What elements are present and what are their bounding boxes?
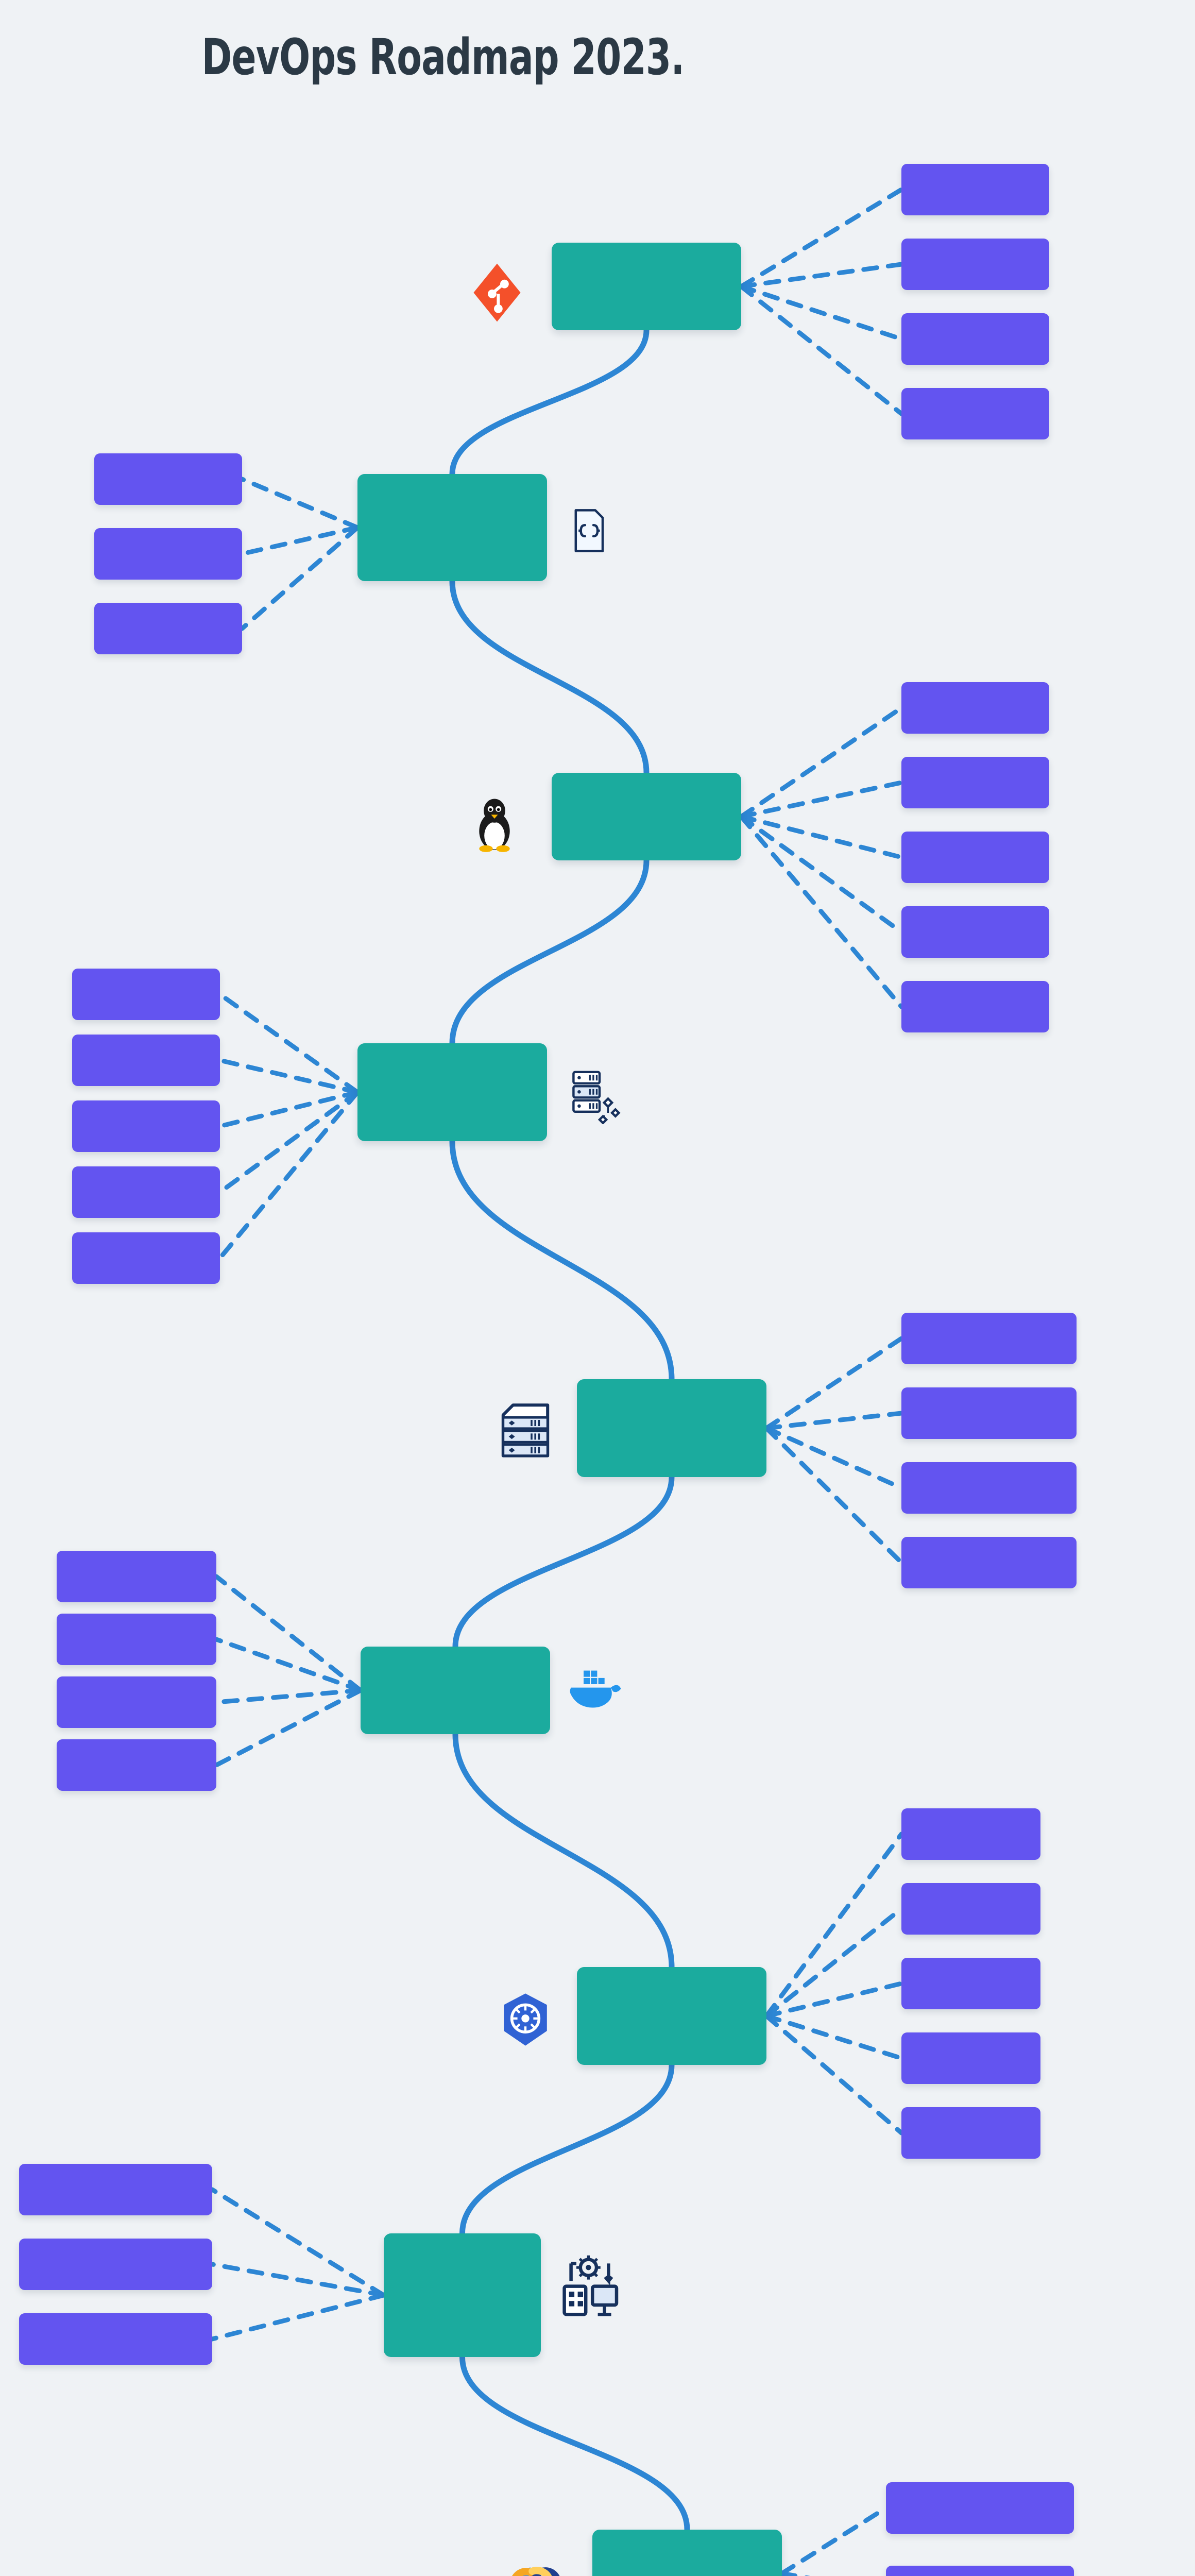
roadmap-node-1[interactable] [552,243,741,330]
roadmap-subtopic[interactable] [901,1537,1077,1588]
docker-whale-icon [567,1662,623,1718]
roadmap-subtopic[interactable] [57,1676,216,1728]
roadmap-subtopic[interactable] [901,388,1049,439]
roadmap-node-4[interactable] [357,1043,547,1141]
roadmap-subtopic[interactable] [886,2482,1074,2534]
roadmap-subtopic[interactable] [901,1958,1040,2009]
roadmap-subtopic[interactable] [901,1808,1040,1860]
roadmap-subtopic[interactable] [901,2107,1040,2159]
roadmap-subtopic[interactable] [94,453,242,505]
code-braces-file-icon [566,502,612,559]
roadmap-node-7[interactable] [577,1967,766,2065]
roadmap-node-8[interactable] [384,2233,541,2357]
linux-penguin-icon [466,791,523,858]
roadmap-node-3[interactable] [552,773,741,860]
roadmap-node-6[interactable] [361,1647,550,1734]
infrastructure-gear-icon [556,2251,623,2318]
roadmap-subtopic[interactable] [94,603,242,654]
roadmap-node-2[interactable] [357,474,547,581]
git-icon [466,262,528,324]
roadmap-subtopic[interactable] [72,1035,220,1086]
roadmap-subtopic[interactable] [19,2239,212,2290]
roadmap-subtopic[interactable] [901,981,1049,1032]
roadmap-subtopic[interactable] [19,2313,212,2365]
roadmap-subtopic[interactable] [72,1100,220,1152]
roadmap-subtopic[interactable] [901,2032,1040,2084]
roadmap-subtopic[interactable] [901,757,1049,808]
roadmap-subtopic[interactable] [57,1614,216,1665]
roadmap-subtopic[interactable] [19,2164,212,2215]
roadmap-subtopic[interactable] [57,1739,216,1791]
roadmap-subtopic[interactable] [901,1462,1077,1514]
page-title: DevOps Roadmap 2023. [201,28,685,86]
roadmap-node-5[interactable] [577,1379,766,1477]
roadmap-subtopic[interactable] [72,969,220,1020]
roadmap-subtopic[interactable] [901,313,1049,365]
roadmap-subtopic[interactable] [901,239,1049,290]
roadmap-subtopic[interactable] [886,2566,1074,2576]
roadmap-node-9[interactable] [592,2530,782,2576]
roadmap-subtopic[interactable] [72,1232,220,1284]
roadmap-subtopic[interactable] [901,906,1049,958]
server-rack-icon [494,1399,556,1466]
roadmap-subtopic[interactable] [94,528,242,580]
roadmap-subtopic[interactable] [901,1387,1077,1439]
kubernetes-helm-icon [497,1986,554,2053]
roadmap-subtopic[interactable] [901,1313,1077,1364]
roadmap-subtopic[interactable] [901,164,1049,215]
network-server-icon [566,1067,622,1124]
roadmap-subtopic[interactable] [72,1166,220,1218]
roadmap-subtopic[interactable] [901,832,1049,883]
roadmap-subtopic[interactable] [901,682,1049,734]
cicd-loop-icon [500,2555,572,2576]
roadmap-subtopic[interactable] [57,1551,216,1602]
roadmap-subtopic[interactable] [901,1883,1040,1935]
